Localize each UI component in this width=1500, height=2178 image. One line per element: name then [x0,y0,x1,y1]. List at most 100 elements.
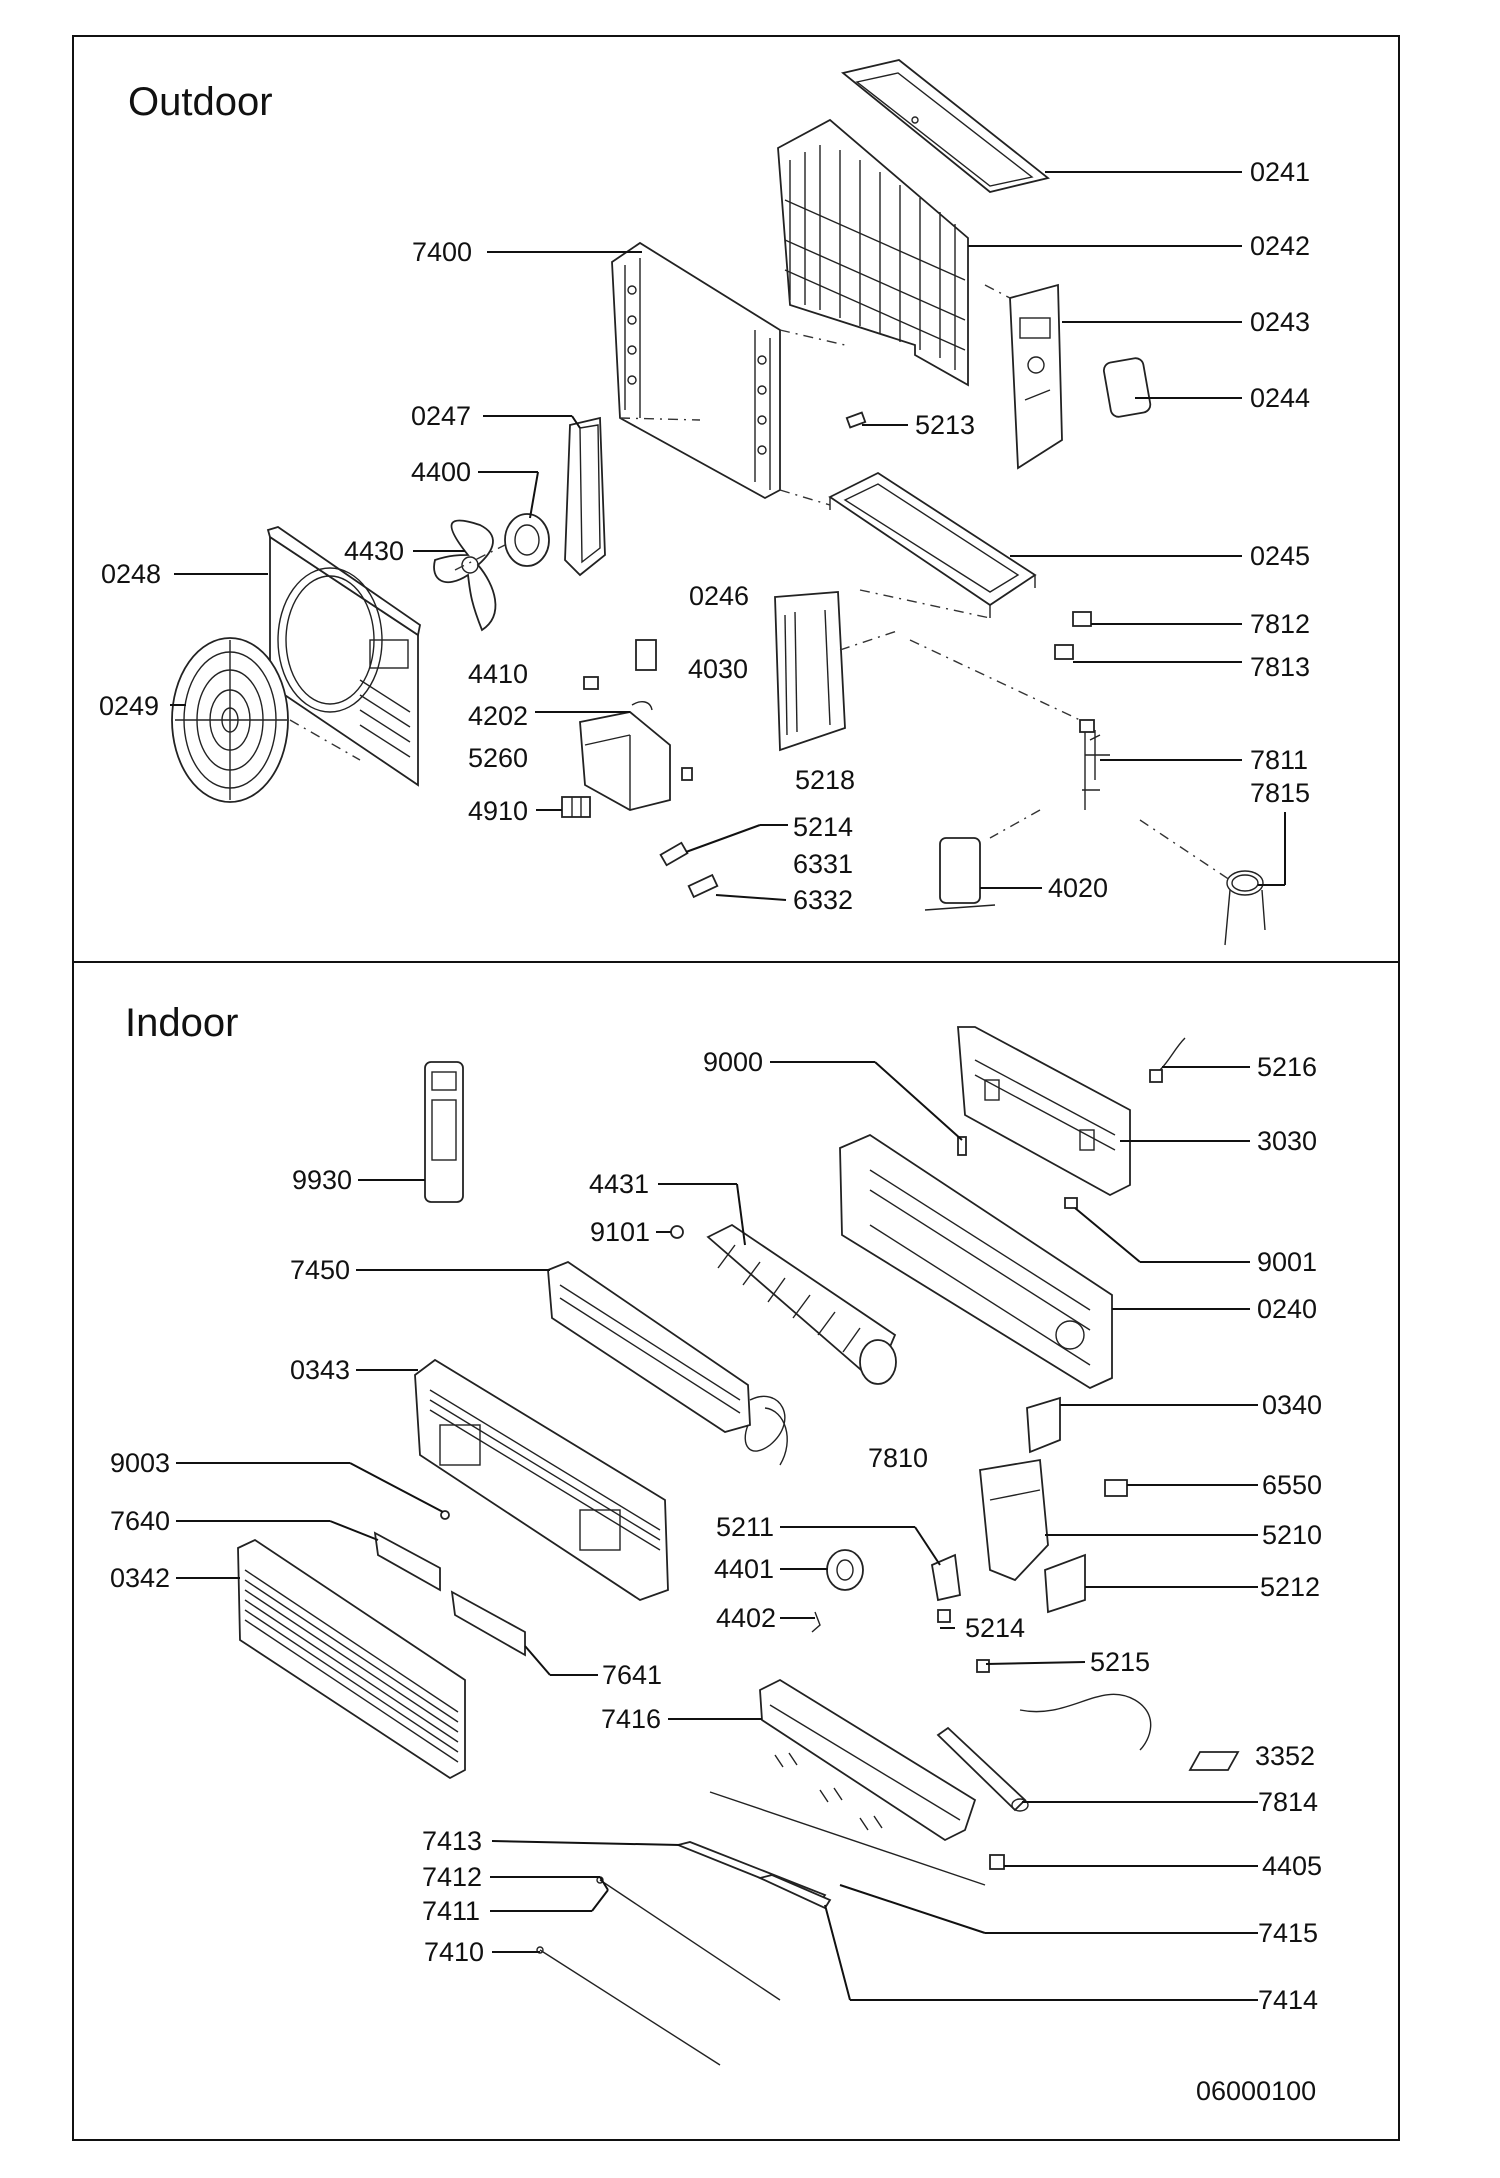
label-0241: 0241 [1250,157,1310,187]
part-label-3352 [1188,1751,1240,1771]
label-4030: 4030 [688,654,748,684]
part-evaporator [547,1260,786,1452]
label-5214-outdoor: 5214 [793,812,853,842]
label-4401: 4401 [714,1554,774,1584]
outdoor-labels: 0241 0242 7400 0243 0244 0247 5213 4400 … [99,157,1310,915]
outdoor-parts [171,59,1266,946]
part-mounting-plate [957,1026,1131,1197]
label-0242: 0242 [1250,231,1310,261]
label-7411: 7411 [422,1896,480,1926]
part-pipe-7810 [764,1407,788,1466]
part-partition-plate [774,591,846,752]
part-cover-7641 [450,1590,526,1657]
part-condenser-coil [611,241,781,500]
diagram-frame [72,35,1400,2141]
part-6332 [687,873,719,899]
label-4400: 4400 [411,457,471,487]
label-0248: 0248 [101,559,161,589]
part-coil-pipe [1224,870,1266,946]
label-7641: 7641 [602,1660,662,1690]
part-screw-9101 [670,1225,684,1239]
label-7414: 7414 [1258,1985,1318,2015]
part-screw-9000 [957,1136,967,1156]
part-chassis [839,1133,1113,1390]
label-7811: 7811 [1250,745,1308,775]
label-9101: 9101 [590,1217,650,1247]
label-7813: 7813 [1250,652,1310,682]
label-0244: 0244 [1250,383,1310,413]
leader-lines [170,171,1286,2001]
label-6331: 6331 [793,849,853,879]
part-fan-guard [171,637,289,803]
part-louver-clips [774,1752,883,1831]
label-3030: 3030 [1257,1126,1317,1156]
part-5214-indoor [937,1609,951,1623]
indoor-parts [237,1026,1240,2066]
part-6550 [1104,1479,1128,1497]
label-4431: 4431 [589,1169,649,1199]
part-5215 [976,1659,990,1673]
label-0249: 0249 [99,691,159,721]
part-small-cover [1102,357,1152,418]
outdoor-assembly-lines [289,284,1231,881]
label-6332: 6332 [793,885,853,915]
label-9000: 9000 [703,1047,763,1077]
label-7410: 7410 [424,1937,484,1967]
label-7415: 7415 [1258,1918,1318,1948]
part-cover-0340 [1026,1396,1061,1454]
part-cover-7640 [373,1531,441,1592]
part-4405 [989,1854,1005,1870]
document-reference-number: 06000100 [1196,2076,1316,2106]
part-pipe-assembly [1079,719,1110,810]
label-9001: 9001 [1257,1247,1317,1277]
label-4405: 4405 [1262,1851,1322,1881]
label-7814: 7814 [1258,1787,1318,1817]
part-screw-9003 [440,1510,450,1520]
part-4410 [583,676,599,690]
part-electrical-box-indoor [979,1458,1049,1582]
label-4020: 4020 [1048,873,1108,903]
label-5211: 5211 [716,1512,774,1542]
label-0340: 0340 [1262,1390,1322,1420]
label-7810: 7810 [868,1443,928,1473]
part-front-frame [414,1358,669,1601]
part-sensor-wire [1149,1037,1186,1083]
part-plate-5212 [1044,1553,1086,1614]
part-terminal-block [561,796,591,818]
label-5210: 5210 [1262,1520,1322,1550]
label-7416: 7416 [601,1704,661,1734]
label-7400: 7400 [412,237,472,267]
label-7640: 7640 [110,1506,170,1536]
part-louver-7414 [757,1874,832,1910]
label-5214-indoor: 5214 [965,1613,1025,1643]
label-4410: 4410 [468,659,528,689]
part-small-clip [681,767,693,781]
part-plate-5211 [930,1553,961,1602]
label-5215: 5215 [1090,1647,1150,1677]
part-clip-4402 [811,1611,821,1633]
part-louver-7415 [709,1791,986,1886]
part-fan-motor [504,513,550,567]
section-title-outdoor: Outdoor [128,80,273,124]
label-7450: 7450 [290,1255,350,1285]
label-7413: 7413 [422,1826,482,1856]
label-0247: 0247 [411,401,471,431]
label-7815: 7815 [1250,778,1310,808]
label-4202: 4202 [468,701,528,731]
label-0243: 0243 [1250,307,1310,337]
part-top-cover [841,59,1051,193]
part-front-grille-panel [237,1538,466,1780]
part-side-panel [1009,283,1063,470]
label-4430: 4430 [344,536,404,566]
part-screw-9001 [1064,1197,1078,1209]
part-5214 [659,841,689,867]
label-3352: 3352 [1255,1741,1315,1771]
label-0240: 0240 [1257,1294,1317,1324]
part-wire-harness [1019,1693,1152,1751]
label-0246: 0246 [689,581,749,611]
part-front-panel [266,526,421,787]
part-compressor [924,837,996,911]
part-back-grille [777,118,969,387]
